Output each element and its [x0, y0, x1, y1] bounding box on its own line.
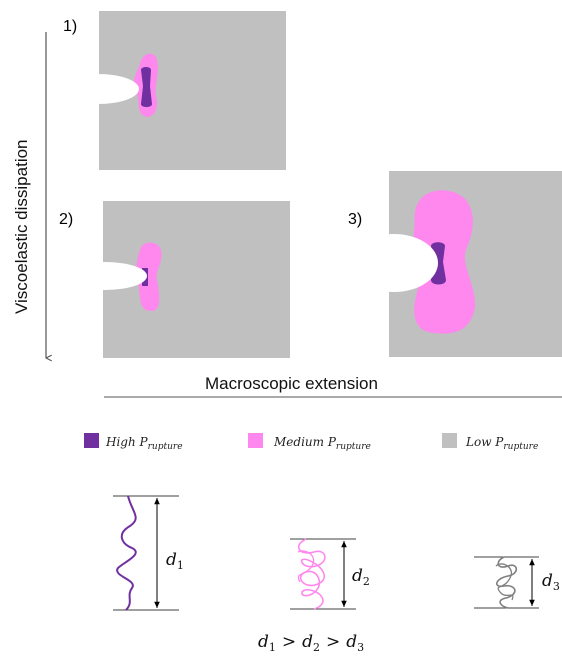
panel-2-sample: [63, 201, 290, 358]
legend-high-prefix: High: [106, 435, 136, 449]
relation-operator-1: >: [281, 632, 297, 652]
panel-1-label: 1): [63, 18, 78, 35]
relation-term-3-symbol: d: [346, 632, 358, 652]
medium-zone-3: [413, 190, 476, 334]
chain-2: [290, 538, 356, 610]
chain-3-symbol: d: [542, 571, 553, 591]
relation-term-1-symbol: d: [258, 632, 269, 652]
chain-1-label: d1: [166, 550, 184, 572]
panel-2-label: 2): [59, 211, 74, 228]
legend-item-medium: Medium Prupture: [274, 435, 371, 452]
legend-high-symbol: P: [139, 435, 148, 449]
medium-zone-2: [136, 242, 162, 312]
crack-2: [63, 262, 147, 290]
chain-1-symbol: d: [166, 550, 177, 570]
legend-item-low: Low Prupture: [466, 435, 538, 452]
chain-3-strand: [496, 556, 518, 609]
high-zone-1: [141, 67, 152, 107]
chain-3-label: d3: [542, 571, 560, 593]
chain-3: [474, 556, 539, 609]
panel-3-sample: [350, 171, 562, 357]
panel-1-sample: [57, 11, 286, 170]
panel-3-label: 3): [348, 211, 363, 228]
legend-low-symbol: P: [495, 435, 504, 449]
y-axis-label: Viscoelastic dissipation: [12, 139, 31, 315]
legend-swatch-low: [442, 433, 457, 448]
chain-2-subscript: 2: [362, 575, 370, 588]
relation-operator-2: >: [326, 632, 341, 652]
legend-swatch-high: [84, 433, 99, 448]
legend-medium-symbol: P: [327, 435, 336, 449]
crack-3: [350, 234, 438, 292]
legend-medium-subscript: rupture: [335, 442, 371, 452]
chain-2-strand-b: [297, 550, 315, 583]
legend-item-high: High Prupture: [106, 435, 183, 452]
chain-1: [113, 495, 179, 611]
relation-term-3-subscript: 3: [357, 641, 365, 654]
chain-3-strand-b: [495, 563, 514, 601]
legend-swatch-medium: [248, 433, 263, 448]
chain-2-label: d2: [352, 566, 370, 588]
chain-2-symbol: d: [352, 566, 363, 586]
legend-low-subscript: rupture: [503, 442, 539, 452]
legend-low-prefix: Low: [466, 435, 492, 449]
relation-term-2-symbol: d: [302, 632, 314, 652]
chain-3-subscript: 3: [552, 580, 560, 593]
legend-medium-prefix: Medium: [274, 435, 325, 449]
distance-relation: d1>d2>d3: [258, 632, 364, 654]
relation-term-2-subscript: 2: [313, 641, 321, 654]
crack-1: [57, 74, 139, 104]
relation-term-1-subscript: 1: [268, 641, 276, 654]
x-axis-label: Macroscopic extension: [205, 374, 378, 393]
chain-2-strand: [297, 538, 326, 610]
chain-1-strand: [116, 495, 137, 611]
chain-1-subscript: 1: [176, 559, 184, 572]
legend-high-subscript: rupture: [147, 442, 183, 452]
